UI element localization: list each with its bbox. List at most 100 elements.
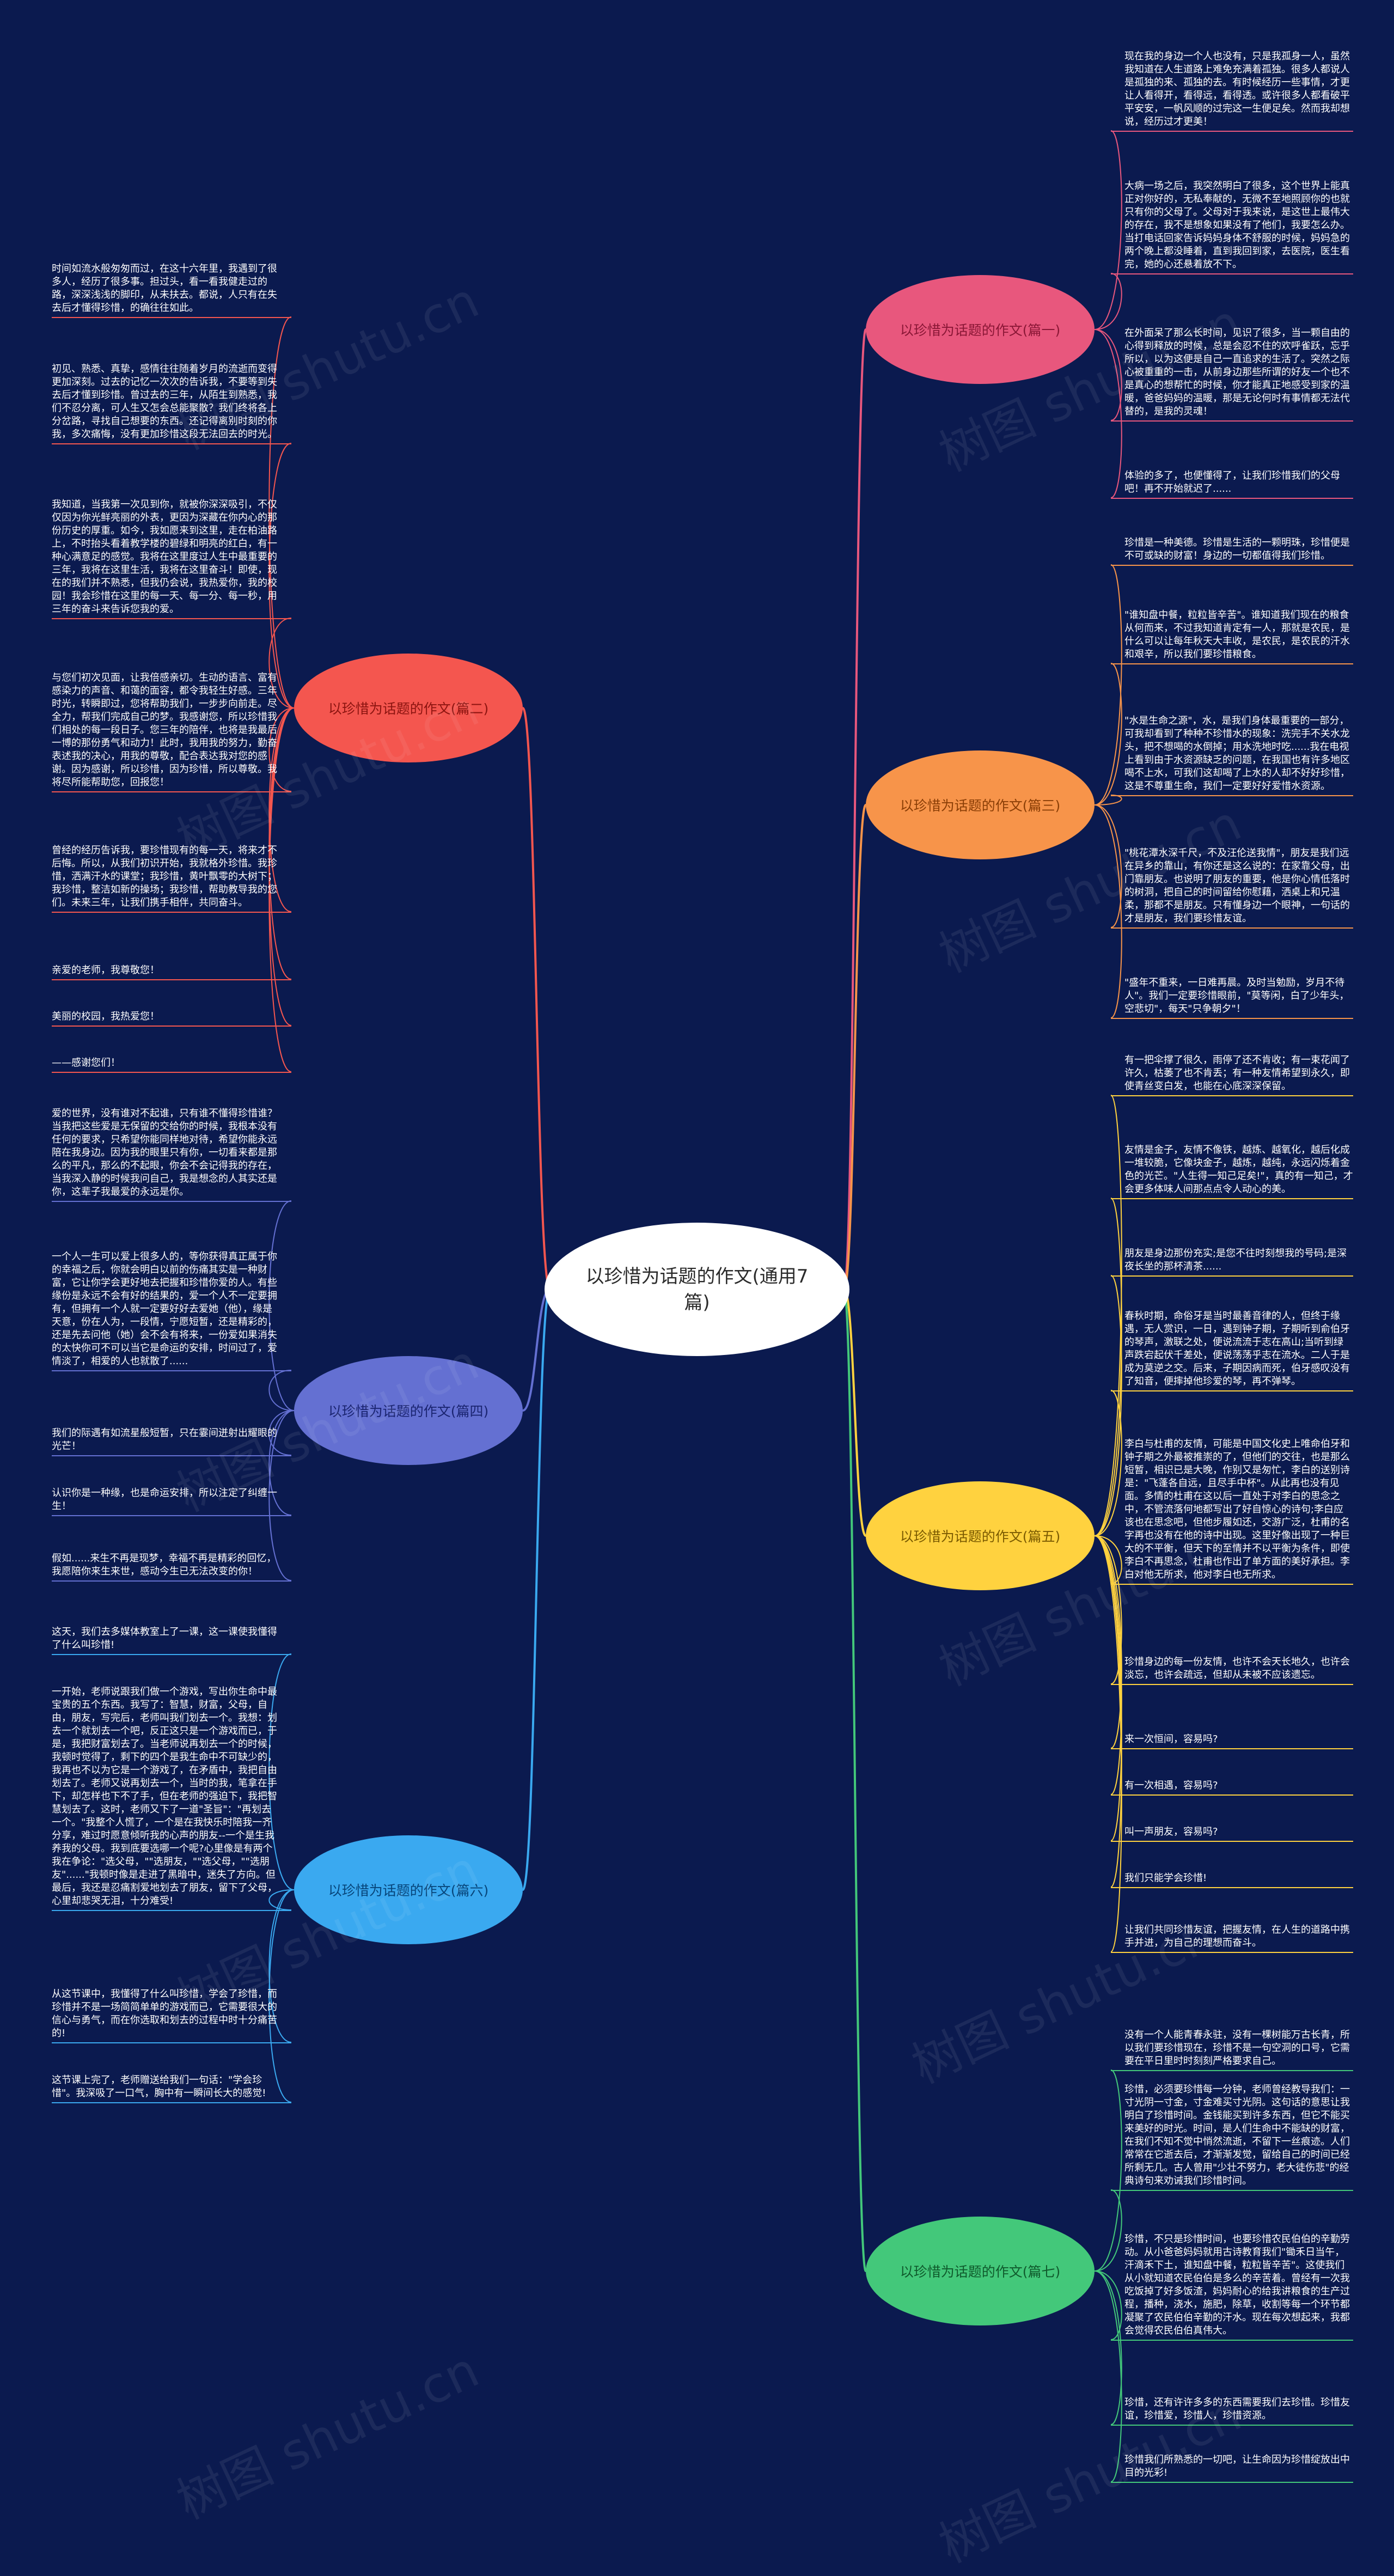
leaf-underline bbox=[1111, 1887, 1353, 1888]
leaf-connector bbox=[268, 1889, 295, 2103]
leaf-connector bbox=[1094, 804, 1122, 1018]
leaf-connector bbox=[268, 1200, 295, 1411]
leaf-connector bbox=[268, 1410, 295, 1581]
leaf-text: 时间如流水般匆匆而过，在这十六年里，我遇到了很多人，经历了很多事。担过头，看一看… bbox=[52, 263, 277, 314]
topic-label: 以珍惜为话题的作文(篇六) bbox=[328, 1883, 489, 1899]
leaf-connector bbox=[268, 1370, 295, 1411]
leaf-text: 认识你是一种缘，也是命运安排，所以注定了纠缠一生！ bbox=[52, 1487, 277, 1512]
leaf-text: 亲爱的老师，我尊敬您！ bbox=[52, 965, 160, 976]
leaf-text: 让我们共同珍惜友谊，把握友情，在人生的道路中携手并进，为自己的理想而奋斗。 bbox=[1124, 1924, 1350, 1949]
leaf-text: 我们的际遇有如流星般短暂，只在霎间迸射出耀眼的光芒！ bbox=[52, 1427, 277, 1452]
leaf-connector bbox=[1094, 2070, 1122, 2272]
leaf-text: 一个人一生可以爱上很多人的，等你获得真正属于你的幸福之后，你就会明白以前的伤痛其… bbox=[52, 1251, 277, 1367]
leaf-underline bbox=[52, 979, 291, 980]
leaf-connector bbox=[1094, 273, 1122, 330]
leaf-connector bbox=[1094, 564, 1122, 805]
topic-label: 以珍惜为话题的作文(篇一) bbox=[900, 322, 1061, 338]
leaf-text: 从这节课中，我懂得了什么叫珍惜，学会了珍惜，而珍惜并不是一场简简单单的游戏而已，… bbox=[52, 1988, 277, 2039]
leaf-underline bbox=[1111, 273, 1353, 274]
leaf-connector bbox=[1094, 1095, 1122, 1536]
leaf-underline bbox=[1111, 1275, 1353, 1277]
leaf-text: 在外面呆了那么长时间，见识了很多，当一颗自由的心得到释放的时候，总是会忍不住的欢… bbox=[1124, 327, 1350, 417]
leaf-underline bbox=[1111, 927, 1353, 929]
leaf-text: 初见、熟悉、真挚，感情往往随着岁月的流逝而变得更加深刻。过去的记忆一次次的告诉我… bbox=[52, 363, 277, 440]
leaf-connector bbox=[1094, 1198, 1122, 1536]
leaf-underline bbox=[1111, 2482, 1353, 2483]
topic-label: 以珍惜为话题的作文(篇二) bbox=[328, 701, 489, 717]
leaf-underline bbox=[1111, 1794, 1353, 1796]
leaf-underline bbox=[52, 1025, 291, 1027]
leaf-text: 有一把伞撑了很久，雨停了还不肯收；有一束花闻了许久，枯萎了也不肯丢；有一种友情希… bbox=[1124, 1054, 1350, 1092]
leaf-underline bbox=[1111, 1841, 1353, 1842]
topic-b5[interactable]: 以珍惜为话题的作文(篇五) bbox=[866, 1481, 1095, 1590]
leaf-connector bbox=[1094, 130, 1122, 330]
leaf-text: 珍惜是一种美德。珍惜是生活的一颗明珠，珍惜便是不可或缺的财富！身边的一切都值得我… bbox=[1124, 537, 1350, 561]
leaf-underline bbox=[1111, 1018, 1353, 1019]
leaf-text: ——感谢您们！ bbox=[52, 1057, 120, 1069]
leaf-connector bbox=[1094, 1535, 1122, 1952]
leaf-connector bbox=[1094, 804, 1122, 928]
branch-connector bbox=[843, 1288, 867, 1537]
leaf-connector bbox=[1094, 2270, 1122, 2425]
leaf-text: 这节课上完了，老师赠送给我们一句话："学会珍惜"。我深吸了一口气，胸中有一瞬间长… bbox=[52, 2074, 266, 2099]
leaf-connector bbox=[268, 618, 295, 709]
leaf-underline bbox=[52, 1654, 291, 1655]
leaf-connector bbox=[1094, 1535, 1122, 1888]
topic-label: 以珍惜为话题的作文(篇七) bbox=[900, 2264, 1061, 2280]
leaf-text: "水是生命之源"，水，是我们身体最重要的一部分，可我却看到了种种不珍惜水的现象：… bbox=[1124, 715, 1350, 792]
leaf-connector bbox=[1094, 1535, 1122, 1749]
topic-b7[interactable]: 以珍惜为话题的作文(篇七) bbox=[866, 2217, 1095, 2325]
topic-label: 以珍惜为话题的作文(篇五) bbox=[900, 1529, 1061, 1545]
leaf-text: 曾经的经历告诉我，要珍惜现有的每一天，将来才不后悔。所以，从我们初识开始，我就格… bbox=[52, 845, 277, 908]
leaf-underline bbox=[52, 2042, 291, 2043]
topic-b1[interactable]: 以珍惜为话题的作文(篇一) bbox=[866, 275, 1095, 384]
leaf-underline bbox=[1111, 663, 1353, 664]
topic-label: 以珍惜为话题的作文(篇三) bbox=[900, 798, 1061, 814]
leaf-text: 来一次恒间，容易吗? bbox=[1124, 1733, 1218, 1745]
leaf-underline bbox=[1111, 1198, 1353, 1199]
topic-b2[interactable]: 以珍惜为话题的作文(篇二) bbox=[294, 654, 523, 762]
leaf-text: "桃花潭水深千尺，不及汪伦送我情"，朋友是我们远在异乡的靠山，有你还是这么说的：… bbox=[1124, 847, 1350, 924]
leaf-connector bbox=[268, 443, 295, 709]
leaf-connector bbox=[1094, 1390, 1122, 1536]
leaf-underline bbox=[1111, 131, 1353, 132]
leaf-connector bbox=[1094, 1275, 1122, 1536]
leaf-text: 有一次相遇，容易吗? bbox=[1124, 1780, 1218, 1791]
leaf-connector bbox=[1094, 2270, 1122, 2482]
leaf-underline bbox=[52, 1910, 291, 1911]
leaf-connector bbox=[1094, 1535, 1122, 1841]
leaf-text: "盛年不重来，一日难再晨。及时当勉励，岁月不待人"。我们一定要珍惜眼前，"莫等闲… bbox=[1124, 977, 1349, 1015]
branch-connector bbox=[522, 707, 551, 1290]
leaf-connector bbox=[268, 316, 295, 709]
topic-b3[interactable]: 以珍惜为话题的作文(篇三) bbox=[866, 750, 1095, 859]
leaf-connector bbox=[1094, 2189, 1122, 2272]
leaf-underline bbox=[52, 1201, 291, 1202]
leaf-connector bbox=[268, 1653, 295, 1890]
leaf-underline bbox=[1111, 1584, 1353, 1585]
leaf-connector bbox=[1094, 1535, 1122, 1795]
topic-label: 以珍惜为话题的作文(篇四) bbox=[328, 1403, 489, 1419]
leaf-text: 爱的世界，没有谁对不起谁，只有谁不懂得珍惜谁？当我把这些爱是无保留的交给你的时候… bbox=[52, 1108, 277, 1198]
leaf-text: 珍惜身边的每一份友情，也许不会天长地久，也许会淡忘，也许会疏远，但却从未被不应该… bbox=[1124, 1656, 1350, 1681]
leaf-connector bbox=[1094, 1535, 1122, 1684]
leaf-connector bbox=[1094, 329, 1122, 498]
leaf-underline bbox=[1111, 565, 1353, 566]
leaf-underline bbox=[52, 1370, 291, 1371]
leaf-underline bbox=[52, 2102, 291, 2103]
leaf-text: 与您们初次见面，让我倍感亲切。生动的语言、富有感染力的声音、和蔼的面容，都令我轻… bbox=[52, 672, 277, 788]
leaf-underline bbox=[1111, 498, 1353, 499]
leaf-underline bbox=[52, 791, 291, 792]
leaf-connector bbox=[268, 1889, 295, 1910]
leaf-underline bbox=[52, 618, 291, 619]
leaf-text: 珍惜，必须要珍惜每一分钟，老师曾经教导我们：一寸光阴一寸金，寸金难买寸光阴。这句… bbox=[1124, 2084, 1350, 2187]
leaf-text: 朋友是身边那份充实;是您不往时刻想我的号码;是深夜长坐的那杯清茶...... bbox=[1124, 1248, 1347, 1272]
leaf-text: 没有一个人能青春永驻，没有一棵树能万古长青，所以我们要珍惜现在，珍惜不是一句空洞… bbox=[1124, 2029, 1350, 2067]
leaf-underline bbox=[52, 443, 291, 444]
branch-connector bbox=[843, 804, 867, 1290]
leaf-text: 珍惜我们所熟悉的一切吧，让生命因为珍惜绽放出中目的光彩! bbox=[1124, 2454, 1350, 2479]
leaf-underline bbox=[1111, 1684, 1353, 1685]
topic-b6[interactable]: 以珍惜为话题的作文(篇六) bbox=[294, 1835, 523, 1944]
topic-b4[interactable]: 以珍惜为话题的作文(篇四) bbox=[294, 1356, 523, 1465]
central-topic[interactable]: 以珍惜为话题的作文(通用7篇) bbox=[545, 1223, 849, 1356]
